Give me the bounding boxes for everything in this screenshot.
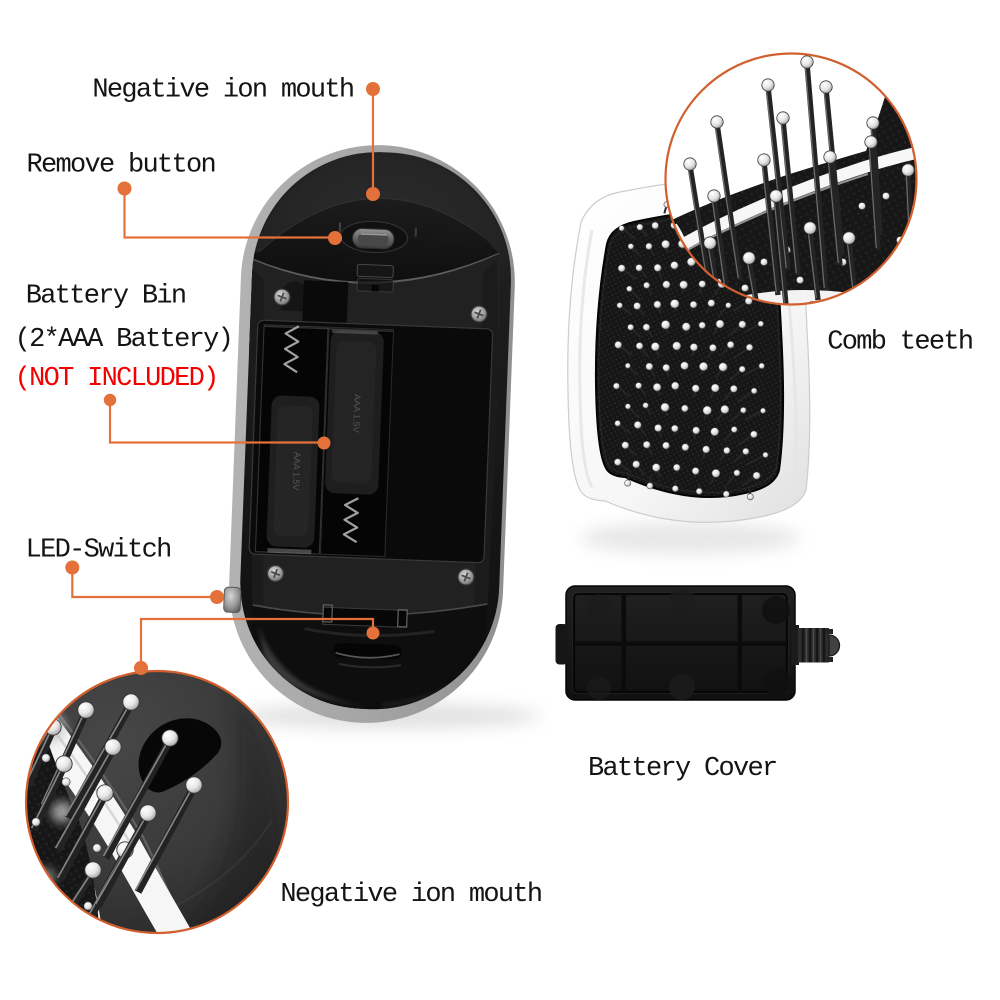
svg-text:AAA 1.5V: AAA 1.5V [291,452,302,491]
svg-text:Negative ion mouth: Negative ion mouth [280,880,541,910]
svg-text:Remove button: Remove button [27,151,216,181]
svg-text:LED-Switch: LED-Switch [26,535,171,565]
svg-text:Comb teeth: Comb teeth [827,328,972,358]
svg-text:(2*AAA Battery): (2*AAA Battery) [15,325,233,355]
svg-text:Battery Bin: Battery Bin [26,282,186,312]
svg-text:AAA 1.5V: AAA 1.5V [351,394,362,433]
svg-text:(NOT INCLUDED): (NOT INCLUDED) [15,364,218,394]
svg-text:Negative ion mouth: Negative ion mouth [92,76,353,106]
svg-text:Battery Cover: Battery Cover [588,754,777,784]
